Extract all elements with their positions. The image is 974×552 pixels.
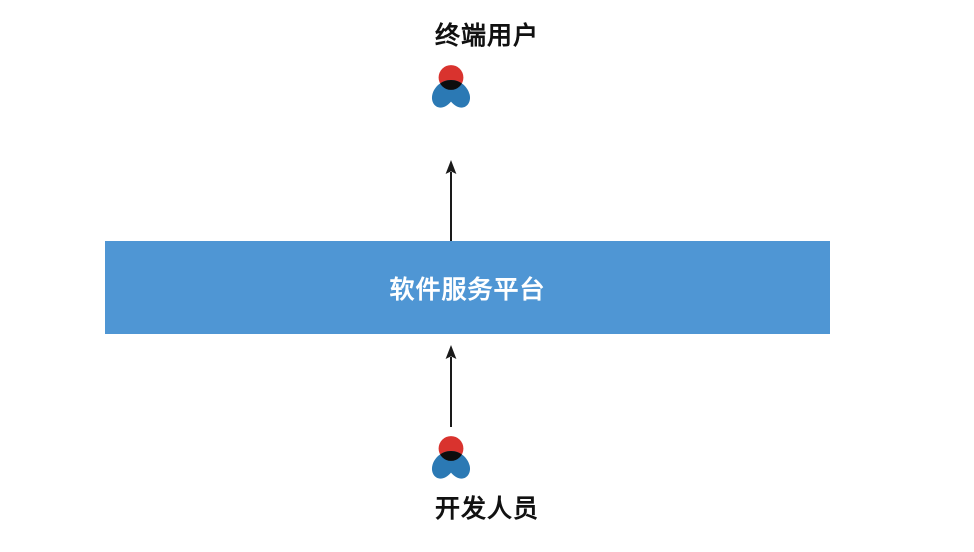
arrow-head [445,345,457,359]
person-icon-end-user [423,58,479,114]
platform-bar: 软件服务平台 [105,241,830,334]
node-label-developer: 开发人员 [434,495,539,523]
person-icon-developer [423,429,479,485]
person-overlap-shape [438,80,464,90]
arrow-head [445,160,457,174]
arrow-platform-to-end-user [442,160,460,242]
node-label-end-user: 终端用户 [434,22,539,50]
person-body-shape [431,451,471,479]
person-overlap-shape [438,451,464,461]
arrow-developer-to-platform [442,345,460,427]
person-body-shape [431,80,471,108]
platform-bar-label: 软件服务平台 [389,275,546,304]
